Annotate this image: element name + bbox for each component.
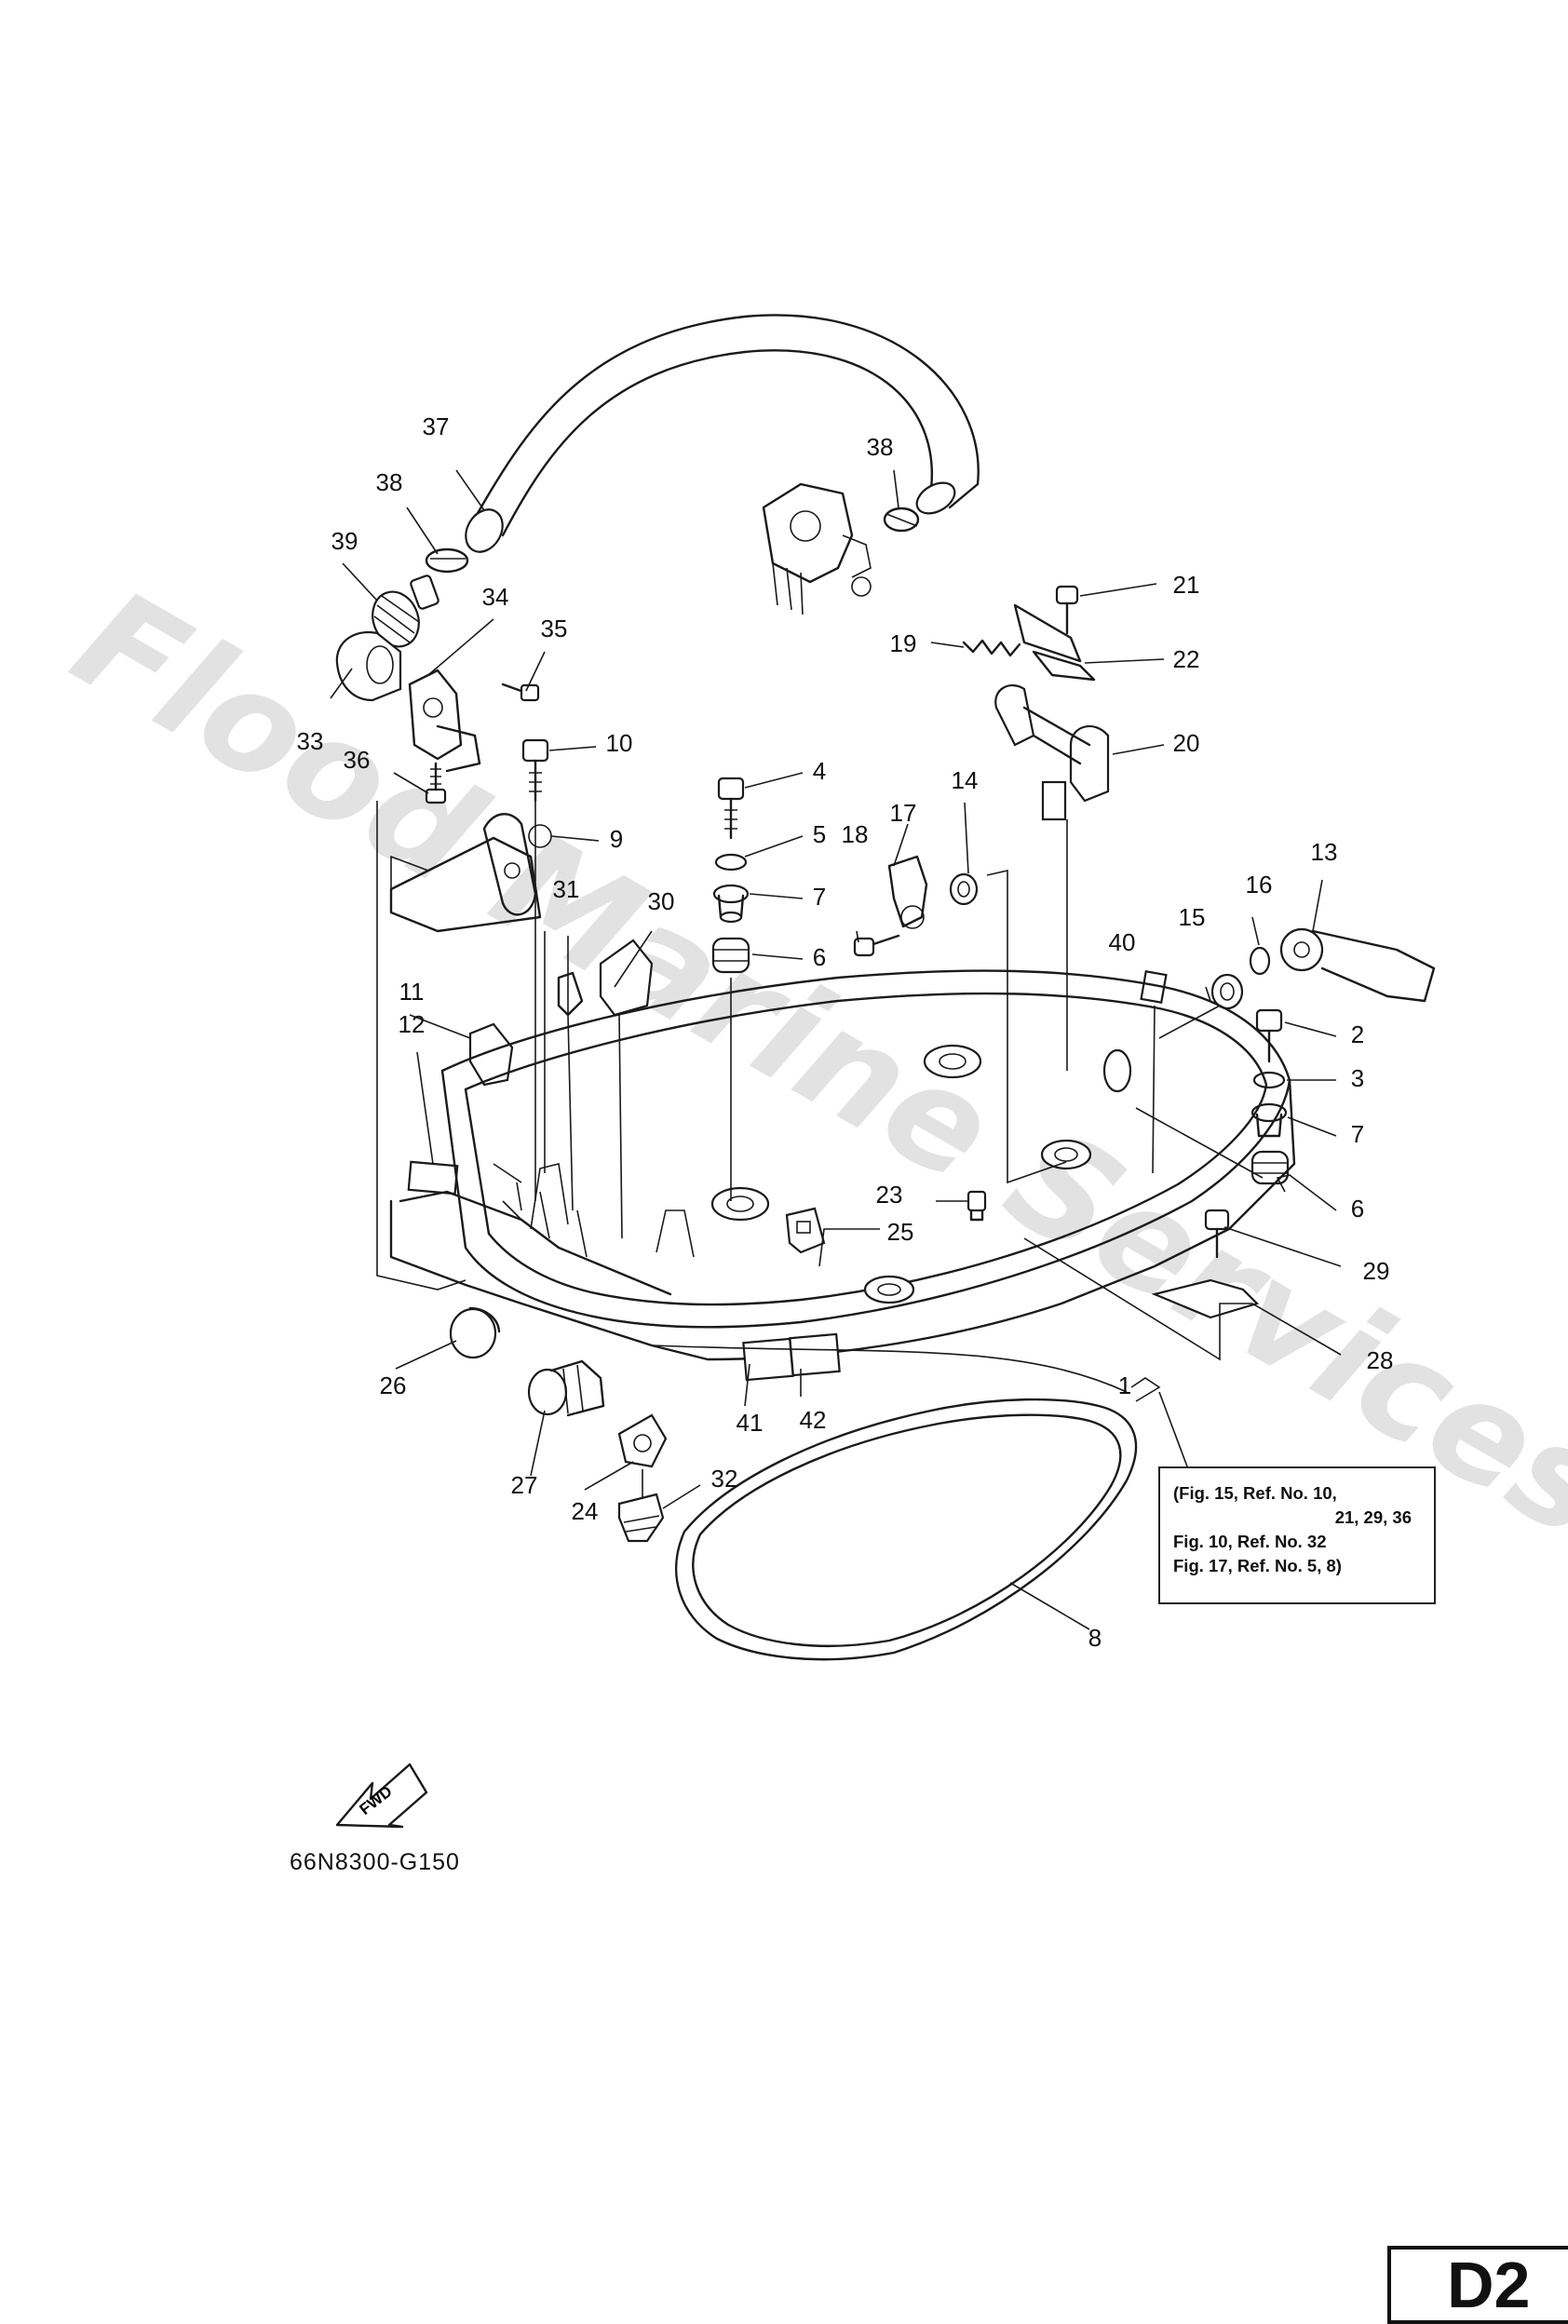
part-screw-21 [1055, 585, 1079, 635]
callout-5: 5 [813, 820, 826, 848]
part-bracket-28 [1151, 1278, 1260, 1319]
part-seal-27 [527, 1359, 605, 1417]
diagram-code: 66N8300-G150 [290, 1849, 460, 1875]
callout-12: 12 [399, 1010, 426, 1038]
callout-labels: 1 2 3 4 5 6 6 7 7 8 9 10 11 12 13 14 15 … [297, 412, 1394, 1652]
callout-21: 21 [1173, 571, 1200, 599]
callout-2: 2 [1351, 1020, 1364, 1048]
part-grommet-6a [711, 937, 750, 974]
callout-32: 32 [711, 1465, 738, 1493]
part-cap-26 [449, 1306, 501, 1359]
part-spring-19 [962, 603, 1082, 663]
callout-16: 16 [1246, 871, 1273, 899]
part-washer-16 [1249, 946, 1271, 976]
callout-15: 15 [1179, 903, 1206, 931]
part-bolt-29 [1204, 1209, 1230, 1259]
callout-38: 38 [867, 433, 894, 461]
part-bolt-2 [1255, 1008, 1283, 1063]
callout-4: 4 [813, 757, 826, 785]
part-lever-13 [1279, 927, 1436, 1003]
callout-24: 24 [572, 1497, 599, 1525]
part-screw-18 [853, 934, 900, 957]
callout-8: 8 [1088, 1624, 1102, 1652]
leader-lines [330, 469, 1342, 1630]
callout-1: 1 [1118, 1371, 1131, 1399]
callout-17: 17 [890, 799, 917, 827]
part-bracket-17 [887, 855, 928, 929]
callout-37: 37 [423, 412, 450, 440]
part-bolt-4 [717, 777, 745, 840]
part-gasket-8 [675, 1398, 1138, 1661]
callout-22: 22 [1173, 645, 1200, 673]
reference-note-line: (Fig. 15, Ref. No. 10, [1173, 1483, 1337, 1503]
reference-note-line: Fig. 10, Ref. No. 32 [1173, 1532, 1327, 1551]
callout-40: 40 [1109, 928, 1136, 956]
part-hose [465, 314, 980, 553]
callout-6: 6 [813, 943, 826, 971]
part-pad-12 [407, 1160, 459, 1196]
page-code: D2 [1387, 2246, 1568, 2324]
part-drain-32 [617, 1493, 665, 1543]
part-block-11 [468, 1022, 514, 1087]
callout-20: 20 [1173, 729, 1200, 757]
part-clamp-right [883, 507, 920, 533]
reference-note-line: 21, 29, 36 [1334, 1507, 1412, 1527]
part-bolt-36 [425, 762, 447, 804]
part-screw-35 [501, 682, 540, 702]
callout-35: 35 [541, 615, 568, 642]
part-holder [335, 630, 402, 702]
callout-38: 38 [376, 468, 403, 496]
callout-39: 39 [331, 527, 358, 555]
part-washer-3 [1252, 1071, 1286, 1089]
part-grommet-25 [785, 1207, 826, 1254]
fwd-arrow-icon: FWD [335, 1763, 428, 1829]
part-holder-20 [994, 683, 1110, 821]
part-washer-5 [714, 853, 748, 872]
part-collar-7a [712, 884, 750, 924]
part-carb-bracket [762, 482, 872, 615]
callout-26: 26 [380, 1371, 407, 1399]
part-connector-30 [599, 939, 654, 1017]
callout-14: 14 [952, 766, 979, 794]
callout-31: 31 [553, 875, 580, 903]
callout-10: 10 [606, 729, 633, 757]
callout-11: 11 [399, 978, 425, 1006]
callout-25: 25 [887, 1218, 914, 1246]
fwd-label: FWD [357, 1782, 396, 1818]
callout-7: 7 [1351, 1120, 1364, 1148]
callout-7: 7 [813, 883, 826, 911]
part-grommet-6b [1250, 1150, 1290, 1185]
callout-42: 42 [800, 1406, 827, 1434]
callout-36: 36 [344, 746, 371, 774]
callout-6: 6 [1351, 1195, 1364, 1223]
part-plug-23 [966, 1190, 987, 1222]
callout-18: 18 [842, 820, 869, 848]
part-knob [372, 574, 439, 648]
part-clamp-left [425, 547, 469, 574]
part-grommet-14 [949, 872, 979, 906]
callout-13: 13 [1311, 838, 1338, 866]
reference-note: (Fig. 15, Ref. No. 10, 21, 29, 36 Fig. 1… [1158, 1466, 1436, 1604]
reference-note-line: Fig. 17, Ref. No. 5, 8) [1173, 1556, 1342, 1575]
callout-41: 41 [737, 1409, 764, 1437]
callout-19: 19 [890, 629, 917, 657]
part-plate-22 [1032, 650, 1096, 682]
callout-23: 23 [876, 1181, 903, 1209]
part-grommet-24 [617, 1413, 668, 1468]
callout-27: 27 [511, 1471, 538, 1499]
callout-28: 28 [1367, 1346, 1394, 1374]
part-bolt-10 [521, 738, 549, 803]
callout-3: 3 [1351, 1064, 1364, 1092]
callout-33: 33 [297, 727, 324, 755]
part-bracket-34 [408, 669, 481, 773]
callout-9: 9 [610, 825, 623, 853]
callout-30: 30 [648, 887, 675, 915]
part-label-40 [1140, 970, 1168, 1004]
callout-29: 29 [1363, 1257, 1390, 1285]
callout-34: 34 [482, 583, 509, 611]
part-clip-31 [557, 971, 584, 1017]
